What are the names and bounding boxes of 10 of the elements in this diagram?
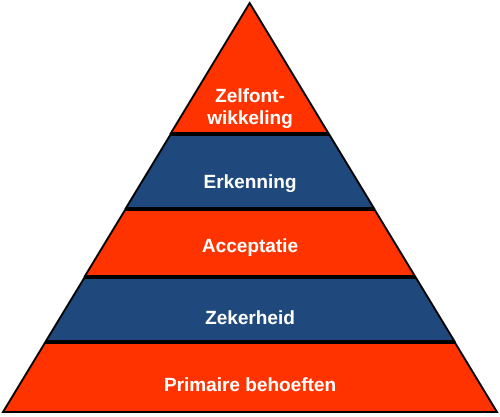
- level-label: Zekerheid: [205, 308, 295, 330]
- level-label: Erkenning: [204, 172, 296, 194]
- pyramid-apex: [170, 2, 330, 134]
- level-label: Primaire behoeften: [164, 375, 336, 397]
- pyramid-level: [44, 277, 456, 342]
- pyramid-level: [125, 134, 375, 209]
- pyramid-level: [84, 209, 416, 277]
- level-label: Acceptatie: [202, 236, 298, 258]
- level-label: Zelfont-wikkeling: [206, 86, 294, 130]
- pyramid-level: [2, 342, 498, 413]
